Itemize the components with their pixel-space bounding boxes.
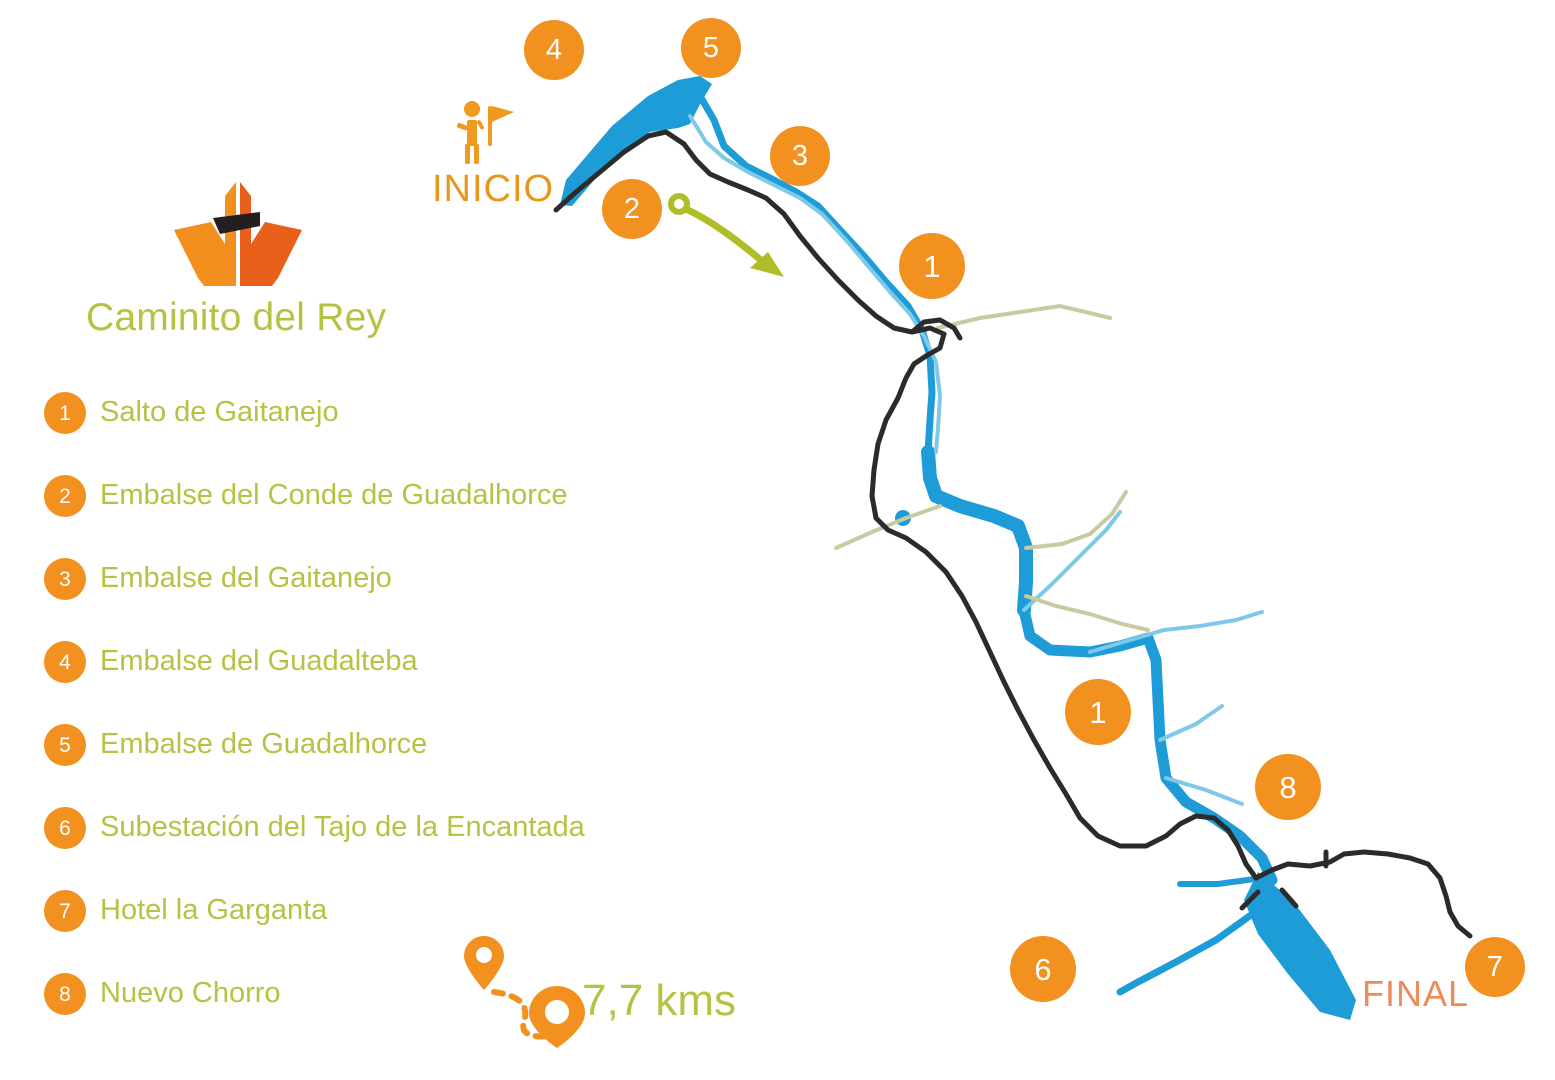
road-mid-east	[1024, 490, 1128, 550]
road-east-upper	[936, 303, 1112, 330]
legend-item-2[interactable]: 2 Embalse del Conde de Guadalhorce	[44, 475, 664, 558]
page-title: Caminito del Rey	[86, 296, 387, 339]
map-marker-5[interactable]: 5	[681, 18, 741, 78]
river-tributary-bottom	[1116, 906, 1262, 996]
trail-junction-stubs	[1239, 849, 1329, 911]
route-pins-graphic	[464, 936, 585, 1048]
river-mid-wide	[921, 445, 1033, 617]
legend-label-4: Embalse del Guadalteba	[100, 645, 418, 677]
distance-indicator: 7,7 kms	[462, 930, 762, 1050]
legend-item-1[interactable]: 1 Salto de Gaitanejo	[44, 392, 664, 475]
legend-item-4[interactable]: 4 Embalse del Guadalteba	[44, 641, 664, 724]
stream-east-1	[1088, 610, 1264, 654]
map-marker-1-upper[interactable]: 1	[899, 233, 965, 299]
legend-label-6: Subestación del Tajo de la Encantada	[100, 811, 585, 843]
map-marker-1-lower[interactable]: 1	[1065, 679, 1131, 745]
pointer-arrow-icon	[668, 193, 784, 277]
legend-badge-1: 1	[44, 392, 86, 434]
trail-east	[1253, 849, 1473, 939]
end-label: FINAL	[1362, 973, 1470, 1014]
legend-label-7: Hotel la Garganta	[100, 894, 328, 926]
legend-label-3: Embalse del Gaitanejo	[100, 562, 392, 594]
trail-gorge-loop	[909, 317, 963, 341]
legend-badge-3: 3	[44, 558, 86, 600]
legend-badge-7: 7	[44, 890, 86, 932]
legend-item-5[interactable]: 5 Embalse de Guadalhorce	[44, 724, 664, 807]
stream-east-3	[1158, 704, 1224, 742]
river-tributary-left	[1177, 875, 1265, 887]
legend-item-6[interactable]: 6 Subestación del Tajo de la Encantada	[44, 807, 664, 890]
river-lower	[1018, 604, 1278, 886]
map-pin-icon-start	[464, 936, 504, 990]
legend-item-7[interactable]: 7 Hotel la Garganta	[44, 890, 664, 973]
start-label: INICIO	[432, 168, 555, 210]
map-marker-3[interactable]: 3	[770, 126, 830, 186]
stream-upper	[688, 114, 942, 454]
legend-badge-2: 2	[44, 475, 86, 517]
trail-main	[553, 129, 1259, 881]
road-mid-east-2	[1024, 594, 1150, 632]
legend-label-1: Salto de Gaitanejo	[100, 396, 339, 428]
legend-badge-4: 4	[44, 641, 86, 683]
river-upper	[696, 92, 936, 456]
hiker-with-flag-icon	[452, 100, 516, 166]
legend-list: 1 Salto de Gaitanejo 2 Embalse del Conde…	[44, 392, 664, 1056]
map-marker-6[interactable]: 6	[1010, 936, 1076, 1002]
map-marker-7[interactable]: 7	[1465, 937, 1525, 997]
map-marker-8[interactable]: 8	[1255, 754, 1321, 820]
map-pin-icon-end	[529, 986, 585, 1048]
reservoir-el-chorro	[1244, 872, 1356, 1020]
map-marker-4[interactable]: 4	[524, 20, 584, 80]
crown-icon	[168, 182, 308, 292]
legend-item-8[interactable]: 8 Nuevo Chorro	[44, 973, 664, 1056]
legend-badge-8: 8	[44, 973, 86, 1015]
legend-item-3[interactable]: 3 Embalse del Gaitanejo	[44, 558, 664, 641]
distance-value: 7,7 kms	[582, 976, 737, 1025]
stream-east-4	[1164, 776, 1244, 806]
legend-label-2: Embalse del Conde de Guadalhorce	[100, 479, 568, 511]
legend-badge-6: 6	[44, 807, 86, 849]
legend-panel: Caminito del Rey 1 Salto de Gaitanejo 2 …	[0, 0, 736, 1080]
road-west	[834, 504, 942, 550]
map-marker-2[interactable]: 2	[602, 179, 662, 239]
legend-badge-5: 5	[44, 724, 86, 766]
stream-east-2	[1022, 510, 1122, 612]
legend-label-5: Embalse de Guadalhorce	[100, 728, 428, 760]
legend-label-8: Nuevo Chorro	[100, 977, 281, 1009]
